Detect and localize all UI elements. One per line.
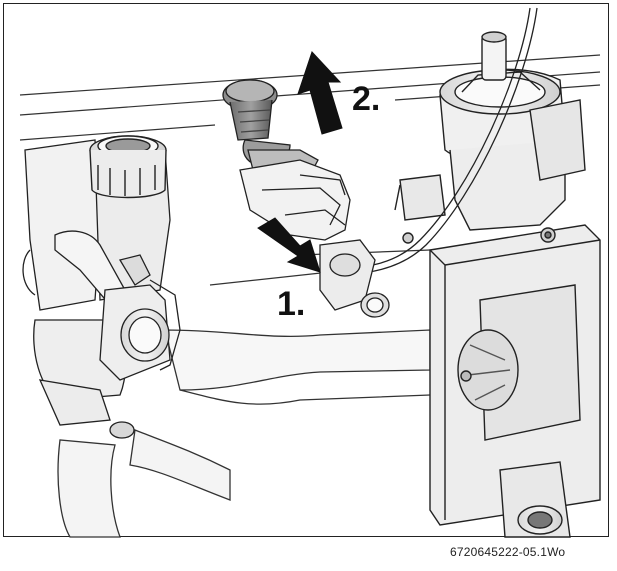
pump-housing [429, 224, 601, 538]
main-pipe [164, 329, 431, 405]
figure-code: 6720645222-05.1Wo [450, 545, 566, 559]
diagram-frame [3, 3, 609, 537]
lower-pipe [57, 429, 231, 538]
sensor-clip [239, 159, 390, 318]
valve-handle [38, 230, 181, 439]
arrow-step-2 [297, 51, 343, 135]
step-2-label: 2. [352, 80, 381, 118]
pipe-connector-top [89, 135, 167, 199]
step-1-label: 1. [277, 285, 306, 323]
arrow-step-1 [257, 217, 321, 273]
pump-motor-top [394, 31, 586, 244]
